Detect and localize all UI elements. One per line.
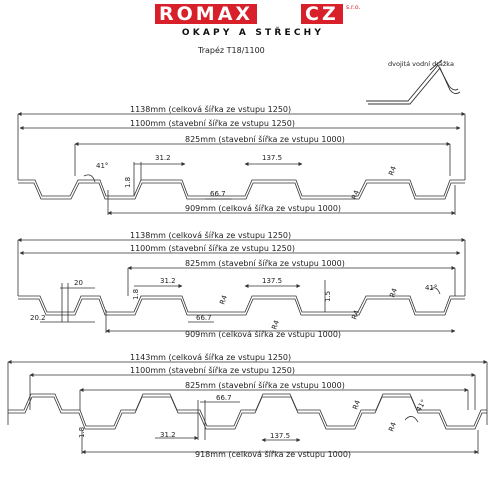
p1-r2: R4 bbox=[387, 165, 398, 177]
p3-r2: R4 bbox=[387, 421, 398, 433]
p1-top2: 137.5 bbox=[262, 154, 282, 162]
p2-r2: R4 bbox=[270, 319, 281, 331]
p3-bot2: 137.5 bbox=[270, 432, 290, 440]
groove-detail: dvojitá vodní drážka bbox=[366, 59, 461, 105]
p1-bottom: 909mm (celková šířka ze vstupu 1000) bbox=[185, 203, 341, 213]
profile-1: 1138mm (celková šířka ze vstupu 1250) 11… bbox=[17, 104, 466, 215]
p2-h15: 1.5 bbox=[324, 291, 332, 302]
p3-effective: 825mm (stavební šířka ze vstupu 1000) bbox=[185, 380, 345, 390]
p2-r3: R4 bbox=[350, 309, 361, 321]
product-title: Trapéz T18/1100 bbox=[198, 46, 265, 55]
p1-effective: 825mm (stavební šířka ze vstupu 1000) bbox=[185, 134, 345, 144]
p2-r4: R4 bbox=[388, 287, 399, 299]
profile-3: 1143mm (celková šířka ze vstupu 1250) 11… bbox=[7, 352, 488, 459]
brand-logo: ROMAX CZ s.r.o. OKAPY A STŘECHY bbox=[155, 4, 360, 44]
p1-overall: 1138mm (celková šířka ze vstupu 1250) bbox=[130, 104, 291, 114]
p3-overall: 1143mm (celková šířka ze vstupu 1250) bbox=[130, 352, 291, 362]
p2-h: 1.8 bbox=[132, 289, 140, 300]
p3-top: 66.7 bbox=[216, 394, 232, 402]
p3-bot: 31.2 bbox=[160, 431, 176, 439]
brand-sub: s.r.o. bbox=[346, 4, 361, 11]
p2-bottom: 909mm (celková šířka ze vstupu 1000) bbox=[185, 329, 341, 339]
p2-effective: 825mm (stavební šířka ze vstupu 1000) bbox=[185, 258, 345, 268]
p3-angle: 41° bbox=[415, 398, 428, 413]
p1-bot: 66.7 bbox=[210, 190, 226, 198]
p2-overall: 1138mm (celková šířka ze vstupu 1250) bbox=[130, 230, 291, 240]
p1-h: 1.8 bbox=[124, 177, 132, 188]
p1-top: 31.2 bbox=[155, 154, 171, 162]
p3-build: 1100mm (stavební šířka ze vstupu 1250) bbox=[130, 365, 295, 375]
p2-top: 31.2 bbox=[160, 277, 176, 285]
brand-name: ROMAX bbox=[155, 4, 258, 24]
groove-detail-label: dvojitá vodní drážka bbox=[388, 60, 454, 68]
p2-w202: 20.2 bbox=[30, 314, 46, 322]
p2-angle: 41° bbox=[425, 284, 437, 292]
p2-build: 1100mm (stavební šířka ze vstupu 1250) bbox=[130, 243, 295, 253]
brand-tagline: OKAPY A STŘECHY bbox=[181, 28, 325, 38]
p2-w20: 20 bbox=[74, 279, 83, 287]
p3-r1: R4 bbox=[351, 399, 362, 411]
brand-suffix: CZ bbox=[301, 4, 343, 24]
p1-angle: 41° bbox=[96, 162, 108, 170]
profile-2: 1138mm (celková šířka ze vstupu 1250) 11… bbox=[17, 230, 466, 339]
p2-bot: 66.7 bbox=[196, 314, 212, 322]
p1-r1: R4 bbox=[350, 189, 361, 201]
p3-h: 1.8 bbox=[78, 427, 86, 438]
p2-top2: 137.5 bbox=[262, 277, 282, 285]
p2-r1: R4 bbox=[218, 294, 229, 306]
p3-bottom: 918mm (celková šířka ze vstupu 1000) bbox=[195, 449, 351, 459]
p1-build: 1100mm (stavební šířka ze vstupu 1250) bbox=[130, 118, 295, 128]
